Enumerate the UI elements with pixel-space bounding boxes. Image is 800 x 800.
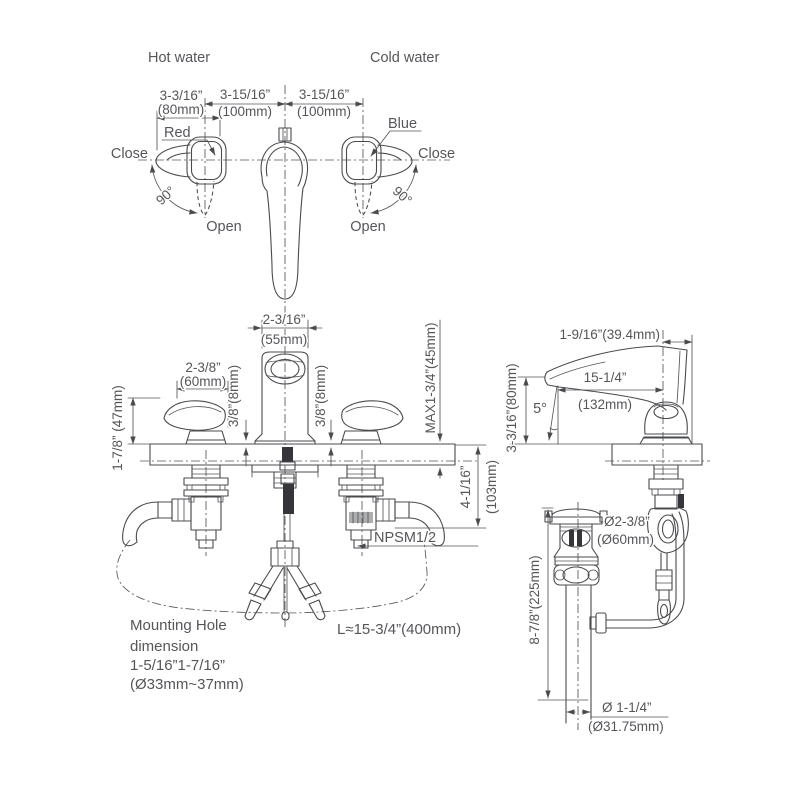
close-right-label: Close [418,146,455,162]
deck-side [611,443,703,466]
mounting-hole-line2: dimension [130,638,198,655]
lever-tab [678,494,684,508]
blue-leader-line [370,130,422,157]
dim-shank-in: 4-1/16” [458,466,473,509]
thread-label: NPSM1/2 [374,530,436,546]
hose-loop [116,539,428,614]
dim-tail-dia-mm: (Ø31.75mm) [588,719,664,734]
overflow-slot [569,530,574,546]
hot-handle-open-position [196,180,215,216]
dim-handle-width-in: 3-3/16” [160,88,203,103]
dim-offset-left: 3/8”(8mm) [226,365,241,427]
dim-drain-dia-in: Ø2-3/8” [604,514,650,529]
dim-escutcheon-mm: (60mm) [180,374,227,389]
spout-front [254,351,316,445]
side-mechanism [605,464,689,629]
dim-offset-back: 1-9/16”(39.4mm) [559,327,660,342]
front-dimensions: 2-3/16” (55mm) 2-3/8” (60mm) 3/8”(8mm) 3… [109,311,501,695]
dim-handle-height: 1-7/8” (47mm) [110,385,125,471]
dim-pitch-right-in: 3-15/16” [299,87,349,102]
hose-left [253,565,284,601]
lift-pipe-inner [605,513,677,621]
close-left-label: Close [111,146,148,162]
dim-pitch-right-mm: (100mm) [297,104,351,119]
dim-tail-dia-in: Ø 1-1/4” [602,700,652,715]
dim-spout-width-mm: (55mm) [261,332,308,347]
hot-valve-front [122,400,229,549]
dim-pitch-left-in: 3-15/16” [220,87,270,102]
popup-rod-tip [657,599,671,625]
mounting-hole-line4: (Ø33mm~37mm) [130,676,244,693]
dim-drain-dia-mm: (Ø60mm) [597,532,654,547]
open-left-label: Open [206,219,241,235]
popup-rod-upper [282,447,293,462]
dim-spout-width-in: 2-3/16” [263,312,306,327]
mounting-hole-line1: Mounting Hole [130,617,227,634]
hot-water-label: Hot water [148,50,210,66]
side-dimensions: 1-9/16”(39.4mm) 3-3/16”(80mm) 15-1/4” (1… [503,326,693,736]
hose-right [286,565,317,601]
mounting-hole-line3: 1-5/16”1-7/16” [130,657,225,674]
valve-centerlines [205,450,363,556]
lift-pipe-outer [605,511,685,629]
tailpipe [565,584,592,724]
open-right-label: Open [350,219,385,235]
cold-handle-top: Blue 90° Close Open [341,115,457,237]
dim-reach-in: 15-1/4” [584,370,627,385]
dim-escutcheon-in: 2-3/8” [185,360,220,375]
front-view: 2-3/16” (55mm) 2-3/8” (60mm) 3/8”(8mm) 3… [109,311,501,695]
dim-shank-mm: (103mm) [484,460,499,514]
hot-90deg-arc [149,164,198,215]
spout-side [544,334,693,445]
popup-rod-lower [283,484,294,514]
dim-reach-mm: (132mm) [578,397,632,412]
top-view: Hot water Cold water 3-3/16” (80mm) 3-15… [109,49,457,312]
cold-90deg-arc [370,164,419,215]
cold-water-label: Cold water [370,50,439,66]
knurled-band [349,512,373,523]
red-label: Red [164,125,191,141]
side-view: 1-9/16”(39.4mm) 3-3/16”(80mm) 15-1/4” (1… [503,326,710,736]
cold-valve-front [338,400,445,549]
dim-drain-length: 8-7/8”(225mm) [527,555,542,644]
hose-length-label: L≈15-3/4”(400mm) [337,621,461,638]
blue-label: Blue [388,116,417,132]
dim-extension-lines [156,110,221,151]
dim-spout-height: 3-3/16”(80mm) [504,363,519,452]
center-shank-assembly [244,447,326,621]
dim-handle-width-mm: (80mm) [158,102,205,117]
hot-supply-horn [122,501,159,547]
spout-top [260,127,309,300]
dim-max-deck: MAX1-3/4”(45mm) [423,322,438,433]
drain-assembly [544,502,608,730]
pipe-connector [595,612,607,634]
dim-offset-right: 3/8”(8mm) [313,365,328,427]
hot-handle-top: Red 90° Close Open [109,124,243,237]
red-leader-line [161,139,216,156]
cold-handle-open-position [354,180,373,216]
deck-front [149,443,456,466]
dim-angle-5: 5° [533,401,547,417]
dim-pitch-left-mm: (100mm) [218,104,272,119]
